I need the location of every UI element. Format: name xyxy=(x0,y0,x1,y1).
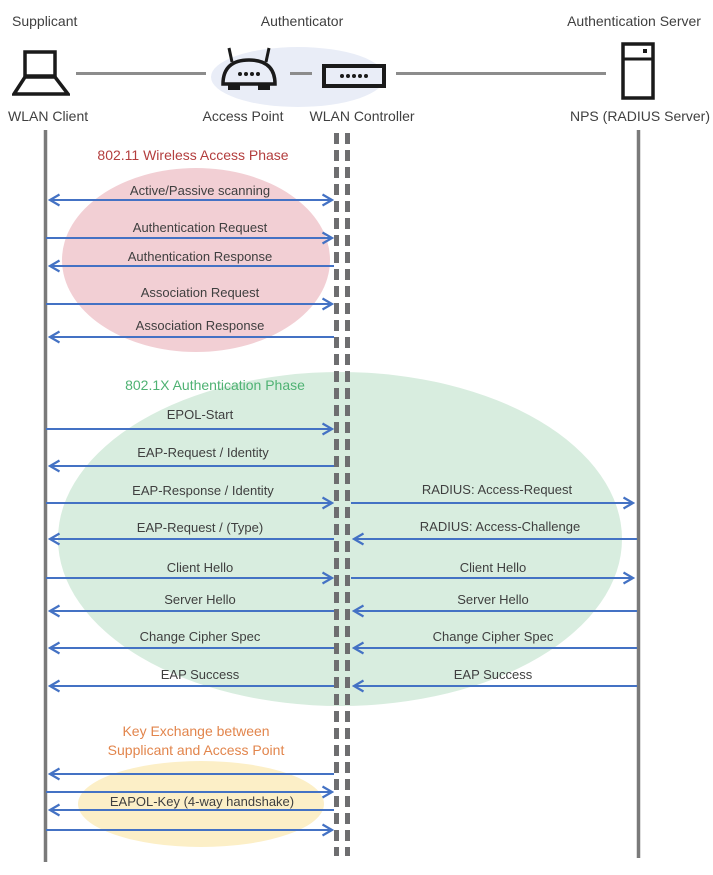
message-eap-request-identity: EAP-Request / Identity xyxy=(137,445,269,460)
authentication-server-role-label: Authentication Server xyxy=(567,13,701,29)
message-change-cipher-spec-left: Change Cipher Spec xyxy=(139,629,261,644)
wireless-access-phase-title: 802.11 Wireless Access Phase xyxy=(97,147,289,163)
message-authentication-request: Authentication Request xyxy=(132,220,268,235)
message-radius-access-request: RADIUS: Access-Request xyxy=(421,482,573,497)
authenticator-group-ellipse xyxy=(211,47,385,107)
access-point-label: Access Point xyxy=(202,108,284,124)
message-eapol-key-handshake: EAPOL-Key (4-way handshake) xyxy=(109,794,295,809)
authenticator-role-label: Authenticator xyxy=(260,13,344,29)
message-authentication-response: Authentication Response xyxy=(127,249,273,264)
authentication-phase-title: 802.1X Authentication Phase xyxy=(125,377,305,393)
access-point-icon xyxy=(221,47,277,90)
laptop-icon xyxy=(12,50,70,96)
message-eap-success-right: EAP Success xyxy=(453,667,533,682)
server-icon xyxy=(621,42,655,100)
message-client-hello-right: Client Hello xyxy=(459,560,527,575)
message-active-passive-scanning: Active/Passive scanning xyxy=(129,183,271,198)
key-exchange-phase-title-line1: Key Exchange between xyxy=(122,723,270,739)
wlan-controller-icon xyxy=(322,64,386,88)
message-change-cipher-spec-right: Change Cipher Spec xyxy=(432,629,554,644)
nps-radius-server-label: NPS (RADIUS Server) xyxy=(569,108,711,124)
message-eap-request-type: EAP-Request / (Type) xyxy=(136,520,264,535)
message-association-response: Association Response xyxy=(135,318,265,333)
message-association-request: Association Request xyxy=(140,285,260,300)
message-client-hello-left: Client Hello xyxy=(166,560,234,575)
message-eap-success-left: EAP Success xyxy=(160,667,240,682)
supplicant-role-label: Supplicant xyxy=(12,13,78,29)
message-eap-response-identity: EAP-Response / Identity xyxy=(132,483,274,498)
message-server-hello-right: Server Hello xyxy=(457,592,529,607)
message-epol-start: EPOL-Start xyxy=(166,407,234,422)
key-exchange-phase-title: Key Exchange between Supplicant and Acce… xyxy=(108,722,285,760)
key-exchange-phase-title-line2: Supplicant and Access Point xyxy=(107,742,285,758)
key-exchange-phase-ellipse xyxy=(78,761,324,847)
wlan-controller-label: WLAN Controller xyxy=(309,108,415,124)
message-server-hello-left: Server Hello xyxy=(164,592,236,607)
message-radius-access-challenge: RADIUS: Access-Challenge xyxy=(419,519,581,534)
wlan-client-label: WLAN Client xyxy=(8,108,89,124)
